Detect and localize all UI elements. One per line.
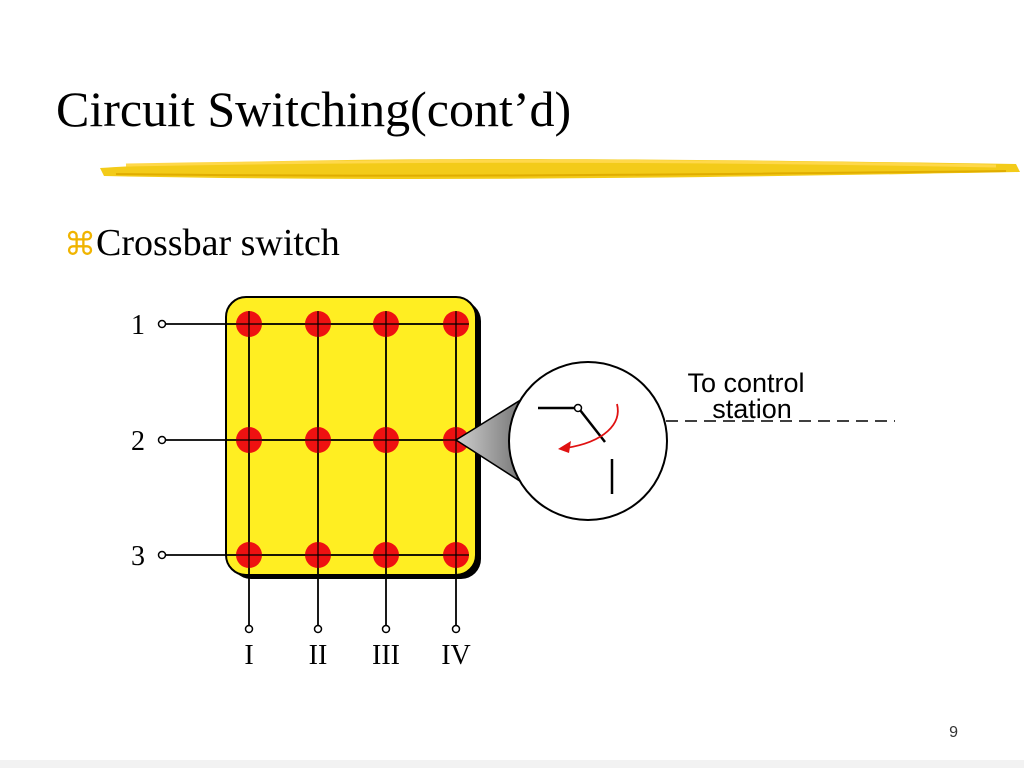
output-terminal-1: [244, 624, 254, 634]
input-terminal-3: [157, 550, 167, 560]
input-label-2: 2: [131, 426, 145, 457]
output-label-4: IV: [441, 640, 471, 671]
command-key-icon: ⌘: [64, 225, 96, 263]
output-label-3: III: [372, 640, 400, 671]
input-terminal-2: [157, 435, 167, 445]
callout-label-line2: station: [712, 394, 792, 424]
output-terminal-4: [451, 624, 461, 634]
bottom-strip: [0, 760, 1024, 768]
output-label-2: II: [309, 640, 328, 671]
callout-label-line1: To control: [687, 368, 804, 398]
page-number: 9: [949, 724, 958, 741]
bullet-item: ⌘Crossbar switch: [64, 224, 340, 262]
output-terminal-2: [313, 624, 323, 634]
title-highlighter-stroke: [100, 159, 1020, 179]
magnified-switch-view: [508, 361, 668, 521]
switch-pivot: [573, 403, 583, 413]
input-terminal-1: [157, 319, 167, 329]
output-label-1: I: [244, 640, 253, 671]
slide-title: Circuit Switching(cont’d): [56, 81, 572, 137]
bullet-text: Crossbar switch: [96, 222, 340, 264]
crossbar-switch-diagram: 1 2 3 I II III IV To control station: [131, 296, 895, 671]
input-label-3: 3: [131, 541, 145, 572]
switch-box: [225, 296, 477, 576]
output-terminal-3: [381, 624, 391, 634]
input-label-1: 1: [131, 310, 145, 341]
switch-rotation-arrow-icon: [565, 403, 619, 449]
